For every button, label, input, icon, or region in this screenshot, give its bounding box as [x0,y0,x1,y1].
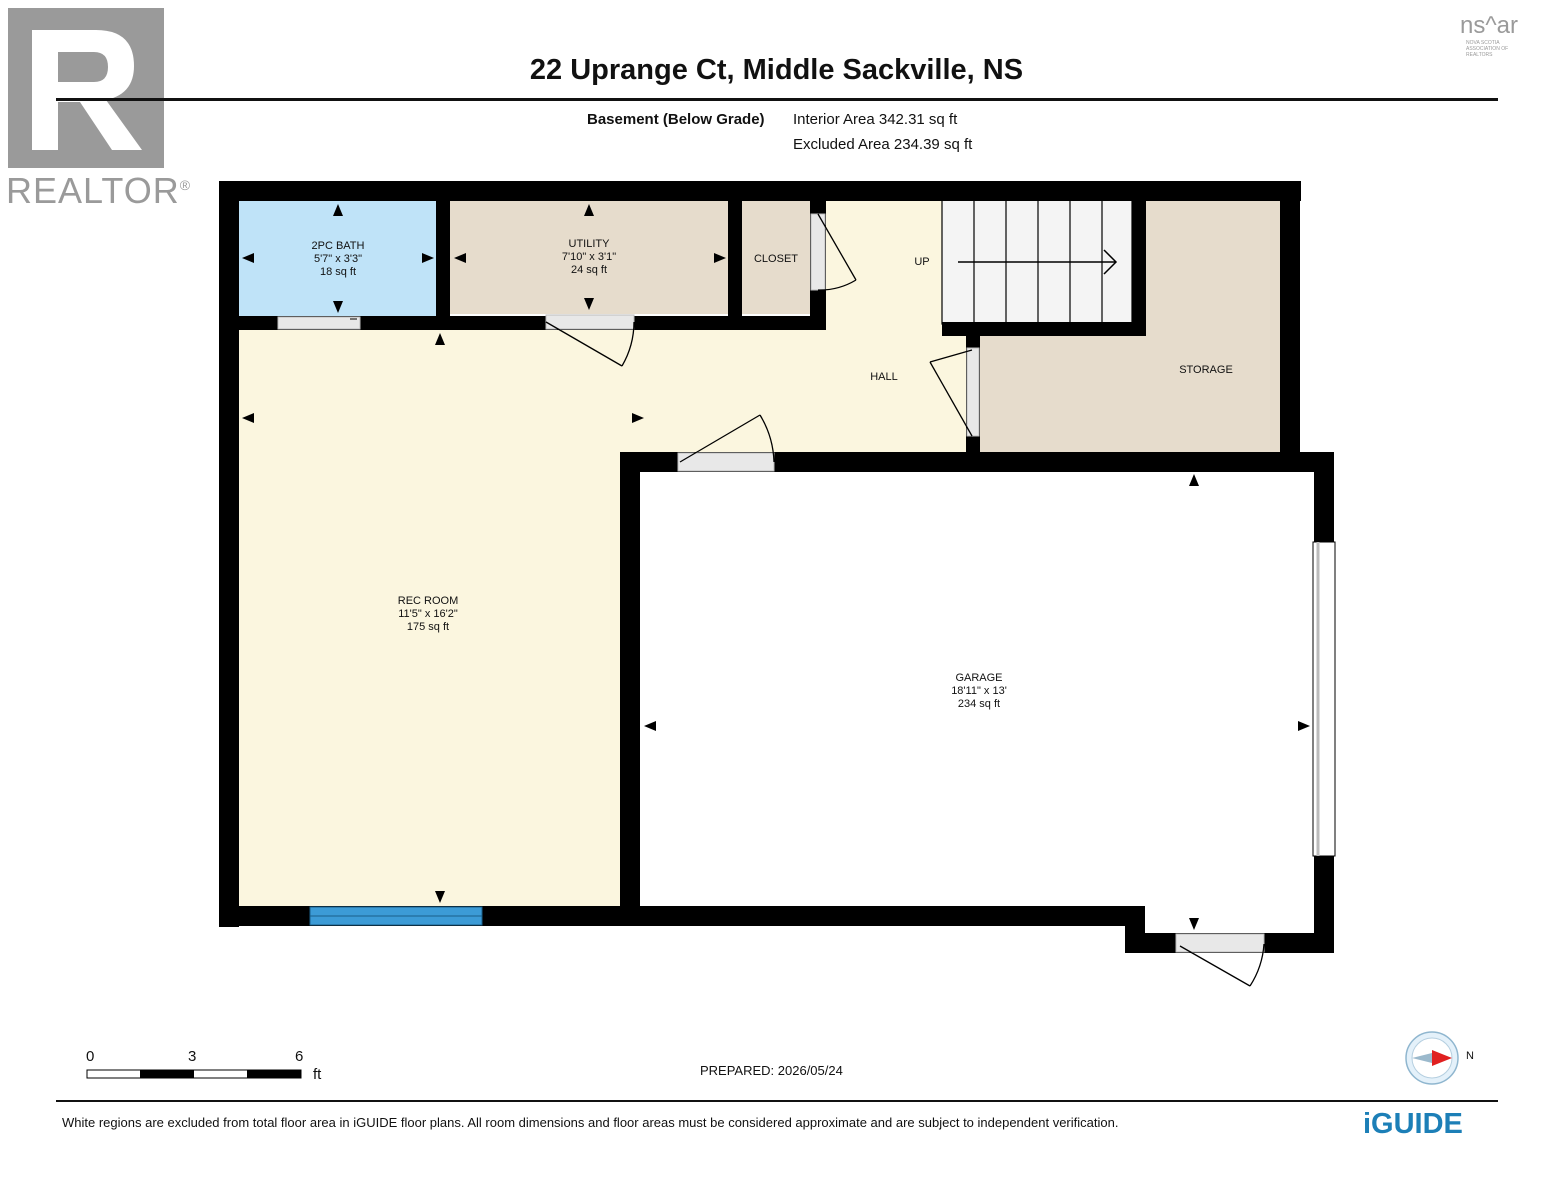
arrow-right-icon [632,413,644,423]
compass-north-label: N [1466,1050,1474,1062]
arrow-up-icon [435,333,445,345]
arrow-down-icon [584,298,594,310]
scale-tick-3: 3 [188,1048,197,1065]
utility-name: UTILITY [569,238,611,250]
nsar-logo: ns^ar [1460,12,1518,39]
arrow-up-icon [1189,474,1199,486]
arrow-right-icon [422,253,434,263]
compass-icon [1405,1031,1459,1085]
arrow-right-icon [714,253,726,263]
arrow-up-icon [333,204,343,216]
arrow-down-icon [435,891,445,903]
arrow-up-icon [584,204,594,216]
garage-fill [640,470,1312,906]
garage-dims: 18'11" x 13' [951,685,1007,697]
header-divider [56,98,1498,101]
utility-dims: 7'10" x 3'1" [562,251,616,263]
room-labels: 2PC BATH 5'7" x 3'3" 18 sq ft UTILITY 7'… [312,238,1233,710]
scale-unit: ft [313,1066,322,1083]
openings [277,213,1336,953]
stairs-direction-arrow-icon [958,249,1118,275]
realtor-wordmark: REALTOR® [6,170,191,212]
realtor-wordmark-text: REALTOR [6,170,180,211]
hall-name: HALL [870,371,898,383]
iguide-logo-text: iGUIDE [1363,1108,1463,1140]
scale-bar: 0 3 6 ft [86,1048,326,1084]
footer-disclaimer: White regions are excluded from total fl… [62,1115,1119,1130]
page-title: 22 Uprange Ct, Middle Sackville, NS [529,54,1024,86]
bath-area: 18 sq ft [320,266,356,278]
arrow-down-icon [333,301,343,313]
storage-name: STORAGE [1179,364,1233,376]
arrow-left-icon [644,721,656,731]
utility-fill [450,200,730,314]
arrow-left-icon [454,253,466,263]
interior-area: Interior Area 342.31 sq ft [793,111,958,128]
rec-name: REC ROOM [398,595,459,607]
rec-dims: 11'5" x 16'2" [398,608,458,620]
rec-area: 175 sq ft [407,621,449,633]
realtor-registered-mark: ® [179,177,192,193]
scale-tick-0: 0 [86,1048,95,1065]
floor-plan: 2PC BATH 5'7" x 3'3" 18 sq ft UTILITY 7'… [219,181,1336,987]
footer-divider [56,1100,1498,1102]
garage-name: GARAGE [955,672,1002,684]
dimension-arrows [242,204,1310,930]
arrow-left-icon [242,413,254,423]
hall-fill [238,200,976,906]
utility-area: 24 sq ft [571,264,607,276]
iguide-logo: iGUIDE [1363,1108,1463,1141]
arrow-left-icon [242,253,254,263]
nsar-logo-subtitle: NOVA SCOTIA ASSOCIATION OF REALTORS [1466,40,1509,58]
closet-fill [742,200,810,314]
realtor-r-mark-icon [8,8,164,168]
arrow-down-icon [1189,918,1199,930]
stairs-up-label: UP [914,256,929,268]
scale-tick-6: 6 [295,1048,304,1065]
door-swings [350,213,1265,987]
closet-name: CLOSET [754,253,798,265]
scale-bar-graphic [86,1069,302,1079]
bath-fill [238,200,438,318]
compass: N [1404,1030,1474,1086]
bath-name: 2PC BATH [312,240,365,252]
prepared-date: PREPARED: 2026/05/24 [700,1063,843,1078]
realtor-logo [8,8,164,168]
garage-area: 234 sq ft [958,698,1000,710]
bath-dims: 5'7" x 3'3" [314,253,362,265]
excluded-area: Excluded Area 234.39 sq ft [793,136,973,153]
level-label: Basement (Below Grade) [587,111,765,128]
arrow-right-icon [1298,721,1310,731]
